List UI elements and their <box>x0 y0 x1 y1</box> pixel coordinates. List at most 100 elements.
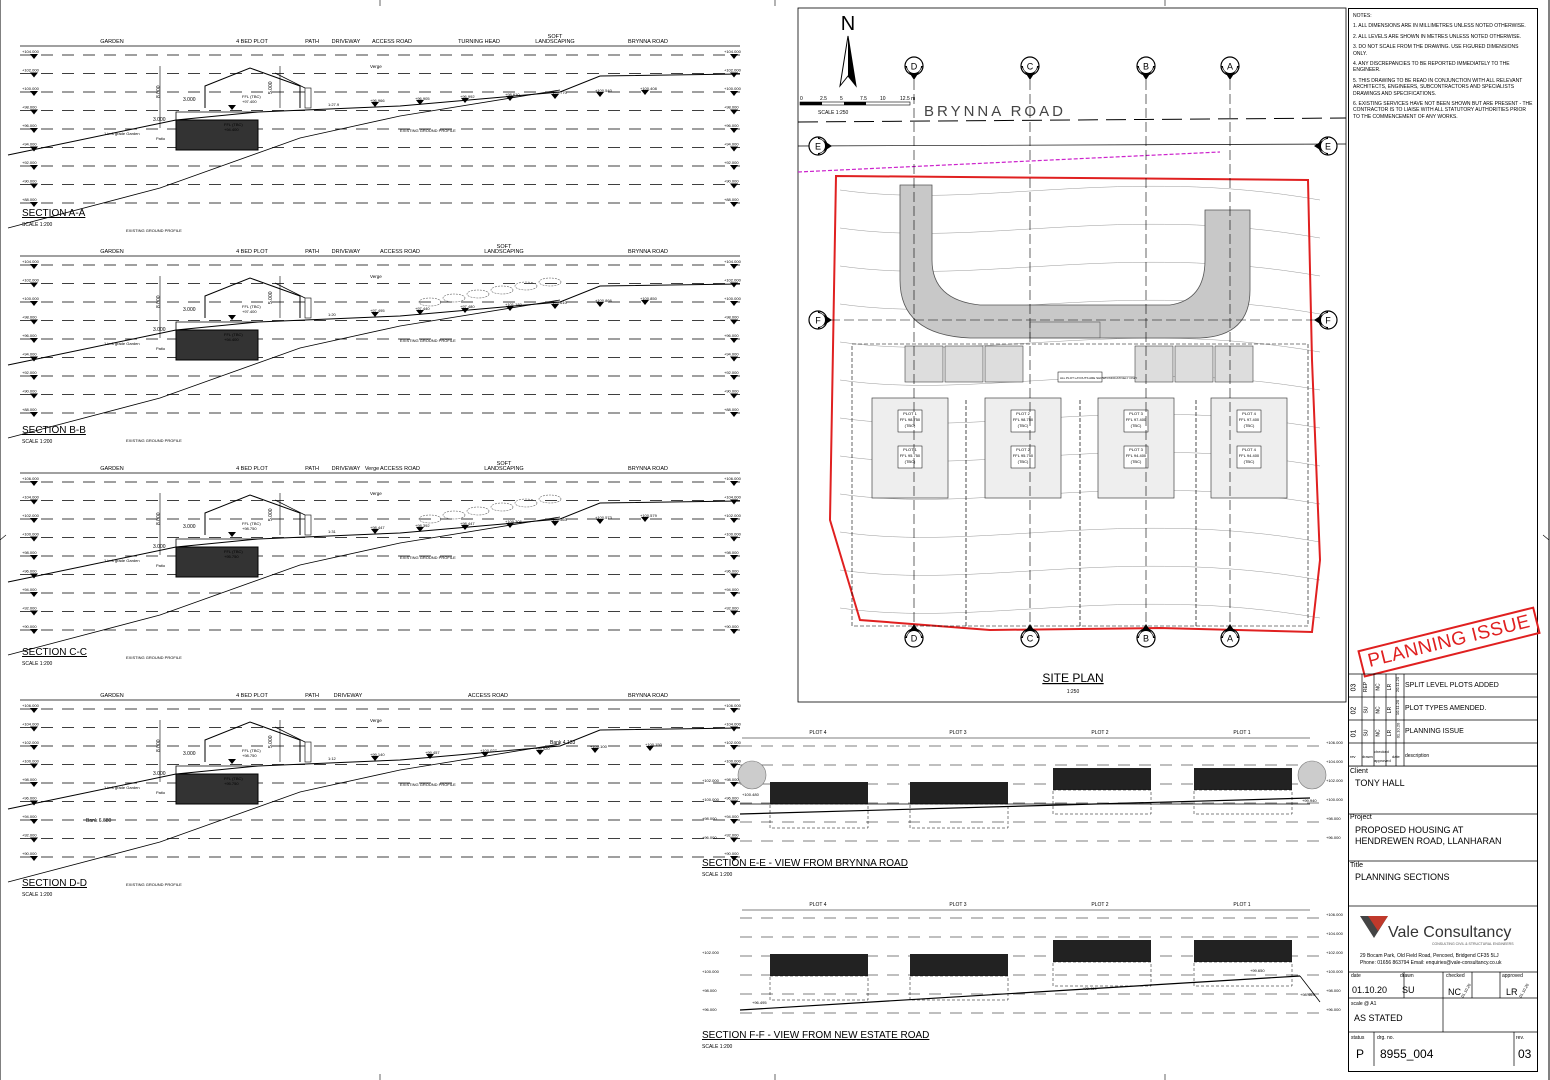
level-marker-icon <box>30 91 38 96</box>
level-label-left: +88.000 <box>22 197 37 202</box>
level-marker-icon <box>416 527 424 532</box>
company-name: Vale Consultancy <box>1388 924 1512 941</box>
plot-label: PLOT 1 <box>1233 730 1250 736</box>
note-3: 3. DO NOT SCALE FROM THE DRAWING. USE FI… <box>1353 44 1519 57</box>
level-label-left: +98.000 <box>702 816 717 821</box>
level-label-left: +104.000 <box>22 495 40 500</box>
retaining-wall <box>175 321 258 330</box>
house-outline <box>204 277 301 318</box>
level-marker-icon <box>730 763 738 769</box>
elevation-title: SECTION F-F - VIEW FROM NEW ESTATE ROAD <box>702 1030 929 1041</box>
level-label-right: +94.000 <box>724 352 739 357</box>
level-marker-icon <box>730 375 738 380</box>
level-marker-icon <box>641 300 649 305</box>
level-marker-icon <box>730 183 738 189</box>
ffl-lower-label: FFL (TBC) <box>224 122 243 127</box>
rev-label: rev. <box>1516 1035 1524 1041</box>
lower-floor-block <box>175 119 259 151</box>
marker-letter: A <box>1227 62 1233 72</box>
spot-level-label: +100.408 <box>640 86 658 91</box>
shrub-icon <box>538 277 562 287</box>
level-marker-icon <box>591 748 599 753</box>
section-top-label: 4 BED PLOT <box>236 693 268 699</box>
level-label-right: +102.000 <box>724 513 742 518</box>
level-label-right: +102.000 <box>724 278 742 283</box>
level-marker-icon <box>730 393 738 399</box>
spot-level-label: +97.495 <box>370 308 385 313</box>
level-label-right: +90.000 <box>724 624 739 629</box>
plot-note-box <box>1057 371 1103 383</box>
level-marker-icon <box>416 100 424 105</box>
level-label-right: +106.000 <box>1326 912 1344 917</box>
spot-level-label: +100.866 <box>595 298 613 303</box>
level-marker-icon <box>506 96 514 101</box>
level-marker-icon <box>730 481 738 486</box>
scale-label: scale @ A1 <box>1351 1001 1377 1007</box>
spot-level-label: +100.579 <box>640 513 658 518</box>
marker-letter: C <box>1027 634 1034 644</box>
section-title: SECTION D-D <box>22 878 87 889</box>
plot-name: PLOT 3 <box>1129 411 1143 416</box>
level-label-right: +96.000 <box>724 333 739 338</box>
level-marker-icon <box>30 183 38 189</box>
house-outline <box>204 721 301 762</box>
level-marker-icon <box>30 481 38 486</box>
notes: NOTES: 1. ALL DIMENSIONS ARE IN MILLIMET… <box>1353 13 1533 124</box>
plot-ffl-upper: FFL 97.400 <box>1126 417 1147 422</box>
level-marker-icon <box>30 763 38 769</box>
level-label-left: +94.000 <box>22 587 37 592</box>
level-marker-icon <box>30 499 38 505</box>
scale-bar-segment <box>844 102 866 105</box>
level-marker-icon <box>30 264 38 269</box>
approved-label: approved <box>1502 973 1523 979</box>
level-marker-icon <box>30 128 38 133</box>
level-label-left: +96.000 <box>22 123 37 128</box>
level-label-left: +102.000 <box>22 513 40 518</box>
level-label-right: +104.000 <box>724 49 742 54</box>
level-marker-icon <box>228 532 236 537</box>
marker-inner <box>1321 139 1335 153</box>
contour-line <box>839 185 1321 201</box>
level-label-left: +102.000 <box>702 950 720 955</box>
shrub-icon <box>418 514 442 524</box>
level-marker-icon <box>730 726 738 732</box>
spot-level-label: +98.392 <box>415 523 430 528</box>
spot-level-label: +100.100 <box>590 744 608 749</box>
plot-label-box <box>1010 409 1036 433</box>
level-marker-icon <box>228 105 236 110</box>
rev-head-date: date <box>1392 754 1400 759</box>
level-label-right: +92.000 <box>724 160 739 165</box>
existing-ground-line <box>7 89 561 229</box>
level-marker-icon <box>730 536 738 542</box>
shrub-icon <box>442 293 466 303</box>
level-label-left: +96.000 <box>22 796 37 801</box>
level-marker-icon <box>30 555 38 560</box>
level-marker-icon <box>506 523 514 528</box>
dim-5-label: 5.000 <box>268 291 274 304</box>
marker-inner <box>1223 631 1237 645</box>
garage-edge <box>304 87 312 109</box>
level-label-right: +100.000 <box>724 296 742 301</box>
section-marker-f-left: F <box>808 310 832 330</box>
plot-name: PLOT 1 <box>903 411 917 416</box>
title-value: PLANNING SECTIONS <box>1355 872 1450 882</box>
garden-grade-label: 1 in 8 grade Garden <box>104 785 140 790</box>
level-label-right: +104.000 <box>1326 931 1344 936</box>
level-marker-icon <box>228 315 236 320</box>
garden-grade-label: 1 in 8 grade Garden <box>104 341 140 346</box>
level-marker-icon <box>30 745 38 750</box>
section-top-label: BRYNNA ROAD <box>628 466 668 472</box>
dim-3-label: 3.000 <box>183 307 196 313</box>
note-6: 6. EXISTING SERVICES HAVE NOT BEEN SHOWN… <box>1353 101 1533 120</box>
dim-3-lower-label: 3.000 <box>153 771 166 777</box>
ffl-lower-value: +94.400 <box>224 337 239 342</box>
section-top-label: GARDEN <box>100 466 124 472</box>
level-label-right: +98.000 <box>724 105 739 110</box>
spot-level-label: +101.180 <box>505 302 523 307</box>
level-marker-icon <box>730 356 738 362</box>
section-top-label: SOFT <box>497 244 512 250</box>
marker-letter: B <box>1143 62 1149 72</box>
section-top-label: PATH <box>305 39 319 45</box>
rev1-num: 01 <box>1350 729 1358 738</box>
